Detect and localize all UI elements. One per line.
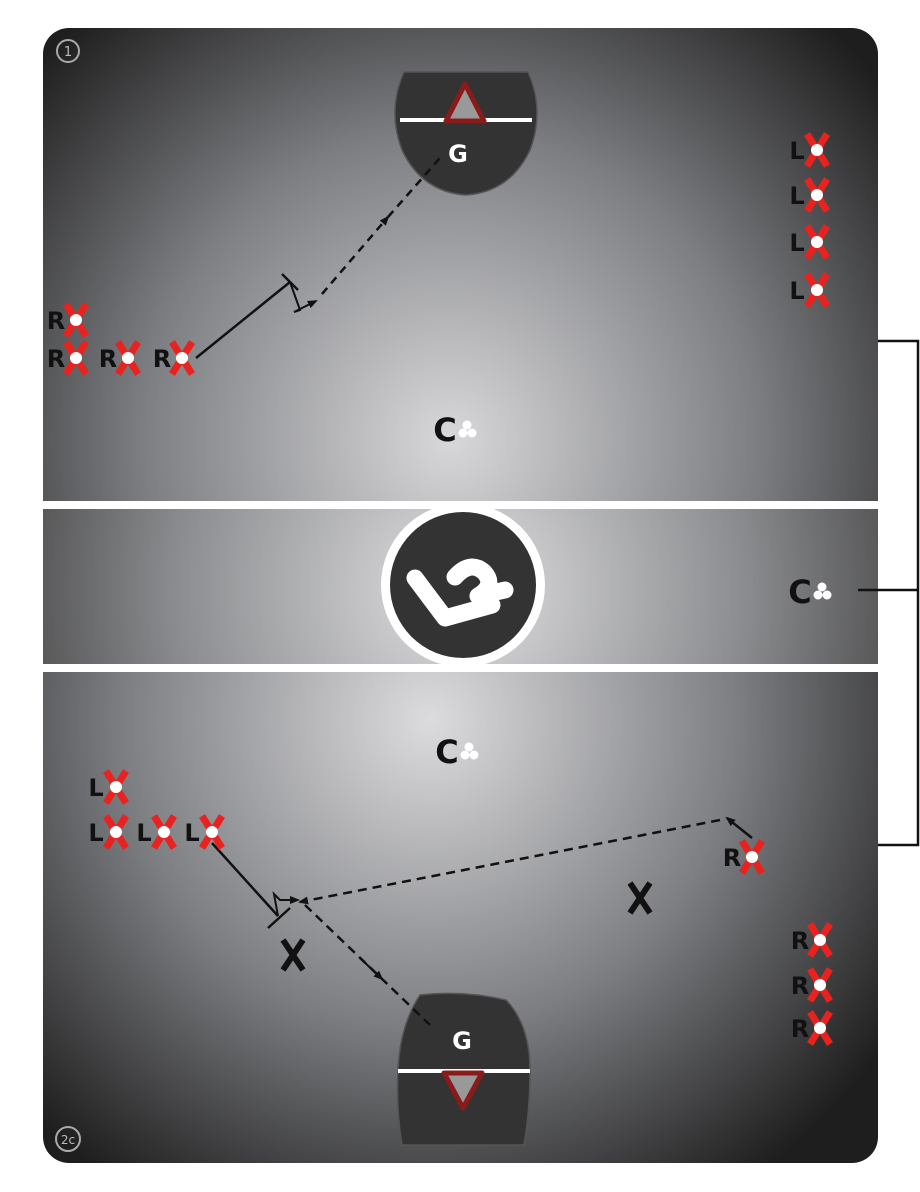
player-marker: L [88, 769, 129, 805]
center-label: C [435, 733, 458, 771]
restraining-line-bottom [43, 664, 878, 672]
goalie-label: G [452, 1027, 472, 1055]
player-marker: R [723, 839, 765, 875]
ball-icon [467, 428, 477, 438]
player-marker: L [184, 814, 225, 850]
player-label: R [791, 972, 809, 1000]
ball-icon [464, 742, 474, 752]
player-label: R [47, 345, 65, 373]
svg-text:2c: 2c [61, 1133, 75, 1147]
defender-x-icon [627, 881, 653, 915]
player-marker: R [47, 340, 89, 376]
center-marker: C [788, 573, 832, 611]
play-lines-bottom [211, 816, 753, 1026]
ball-icon [813, 590, 823, 600]
play-lines-top [195, 157, 441, 359]
player-label: R [47, 307, 65, 335]
goal-net-icon [443, 81, 487, 124]
ball-icon [460, 750, 470, 760]
player-marker: R [791, 967, 833, 1003]
player-label: L [789, 277, 804, 305]
player-marker: L [789, 132, 830, 168]
svg-text:1: 1 [64, 45, 72, 60]
player-marker: R [99, 340, 141, 376]
ball-icon [469, 750, 479, 760]
player-marker: L [789, 177, 830, 213]
player-label: L [789, 229, 804, 257]
player-label: R [791, 1015, 809, 1043]
step-badge-top: 1 [56, 39, 80, 63]
player-label: R [99, 345, 117, 373]
goalie-label: G [448, 140, 468, 168]
player-label: L [88, 774, 103, 802]
player-label: L [789, 137, 804, 165]
ball-icon [462, 420, 472, 430]
step-badge-bottom: 2c [55, 1126, 81, 1152]
player-marker: L [789, 224, 830, 260]
player-label: R [153, 345, 171, 373]
player-label: L [789, 182, 804, 210]
player-marker: R [791, 1010, 833, 1046]
goal-crease-top: G [394, 71, 538, 196]
player-label: L [184, 819, 199, 847]
player-marker: L [136, 814, 177, 850]
ball-icon [458, 428, 468, 438]
bracket-line [858, 339, 920, 847]
player-label: L [88, 819, 103, 847]
player-label: R [791, 927, 809, 955]
goal-net-icon [441, 1070, 485, 1111]
goal-crease-bottom: G [396, 992, 531, 1146]
player-label: L [136, 819, 151, 847]
ball-icon [817, 582, 827, 592]
player-marker: R [791, 922, 833, 958]
player-marker: R [153, 340, 195, 376]
center-marker: C [435, 733, 479, 771]
lf-logo [381, 503, 545, 667]
center-label: C [788, 573, 811, 611]
player-marker: L [789, 272, 830, 308]
player-marker: R [47, 302, 89, 338]
ball-icon [822, 590, 832, 600]
player-label: R [723, 844, 741, 872]
defender-x-icon [280, 938, 306, 972]
center-marker: C [433, 411, 477, 449]
player-marker: L [88, 814, 129, 850]
center-label: C [433, 411, 456, 449]
